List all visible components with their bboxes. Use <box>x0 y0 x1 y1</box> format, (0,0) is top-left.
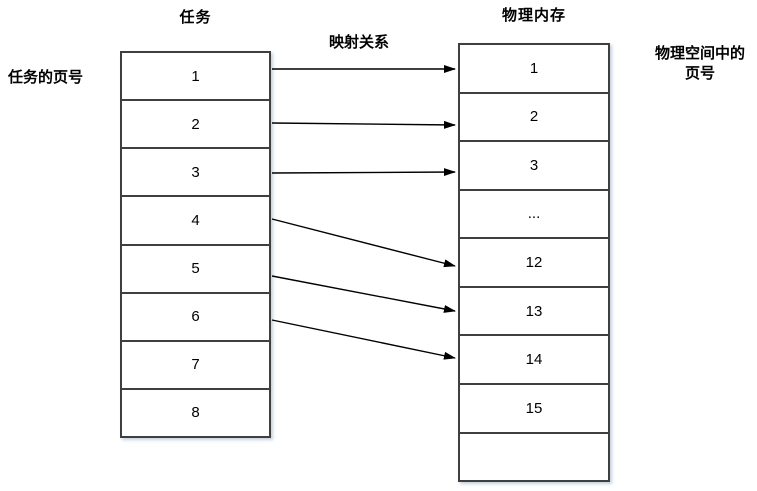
physical-memory-column-title: 物理内存 <box>501 7 566 24</box>
memory-page-row: 14 <box>460 334 608 383</box>
mapping-arrow-4-to-12 <box>271 218 456 268</box>
task-page-row: 1 <box>122 53 269 100</box>
mapping-relation-label: 映射关系 <box>328 34 389 51</box>
mapping-arrow-3-to-3 <box>271 168 456 177</box>
task-page-row: 6 <box>122 291 269 340</box>
mapping-arrow-6-to-14 <box>271 319 456 360</box>
memory-page-row: 3 <box>460 140 608 189</box>
physical-page-number-label: 物理空间中的 页号 <box>654 45 745 83</box>
task-page-row: 7 <box>122 339 269 388</box>
task-page-row: 8 <box>122 387 269 436</box>
task-page-row: 3 <box>122 147 269 196</box>
memory-page-row: 1 <box>460 45 608 92</box>
mapping-arrow-2-to-2 <box>271 120 456 129</box>
task-column-title: 任务 <box>179 9 212 26</box>
task-page-row: 4 <box>122 195 269 244</box>
memory-page-row: ... <box>460 188 608 238</box>
task-page-row: 5 <box>122 243 269 292</box>
memory-page-row: 12 <box>460 237 608 286</box>
memory-page-row <box>460 431 608 481</box>
memory-page-row: 2 <box>460 91 608 141</box>
task-page-row: 2 <box>122 99 269 148</box>
task-page-number-label: 任务的页号 <box>8 69 84 86</box>
memory-page-row: 15 <box>460 382 608 432</box>
memory-page-row: 13 <box>460 285 608 335</box>
mapping-arrow-5-to-13 <box>271 275 456 313</box>
